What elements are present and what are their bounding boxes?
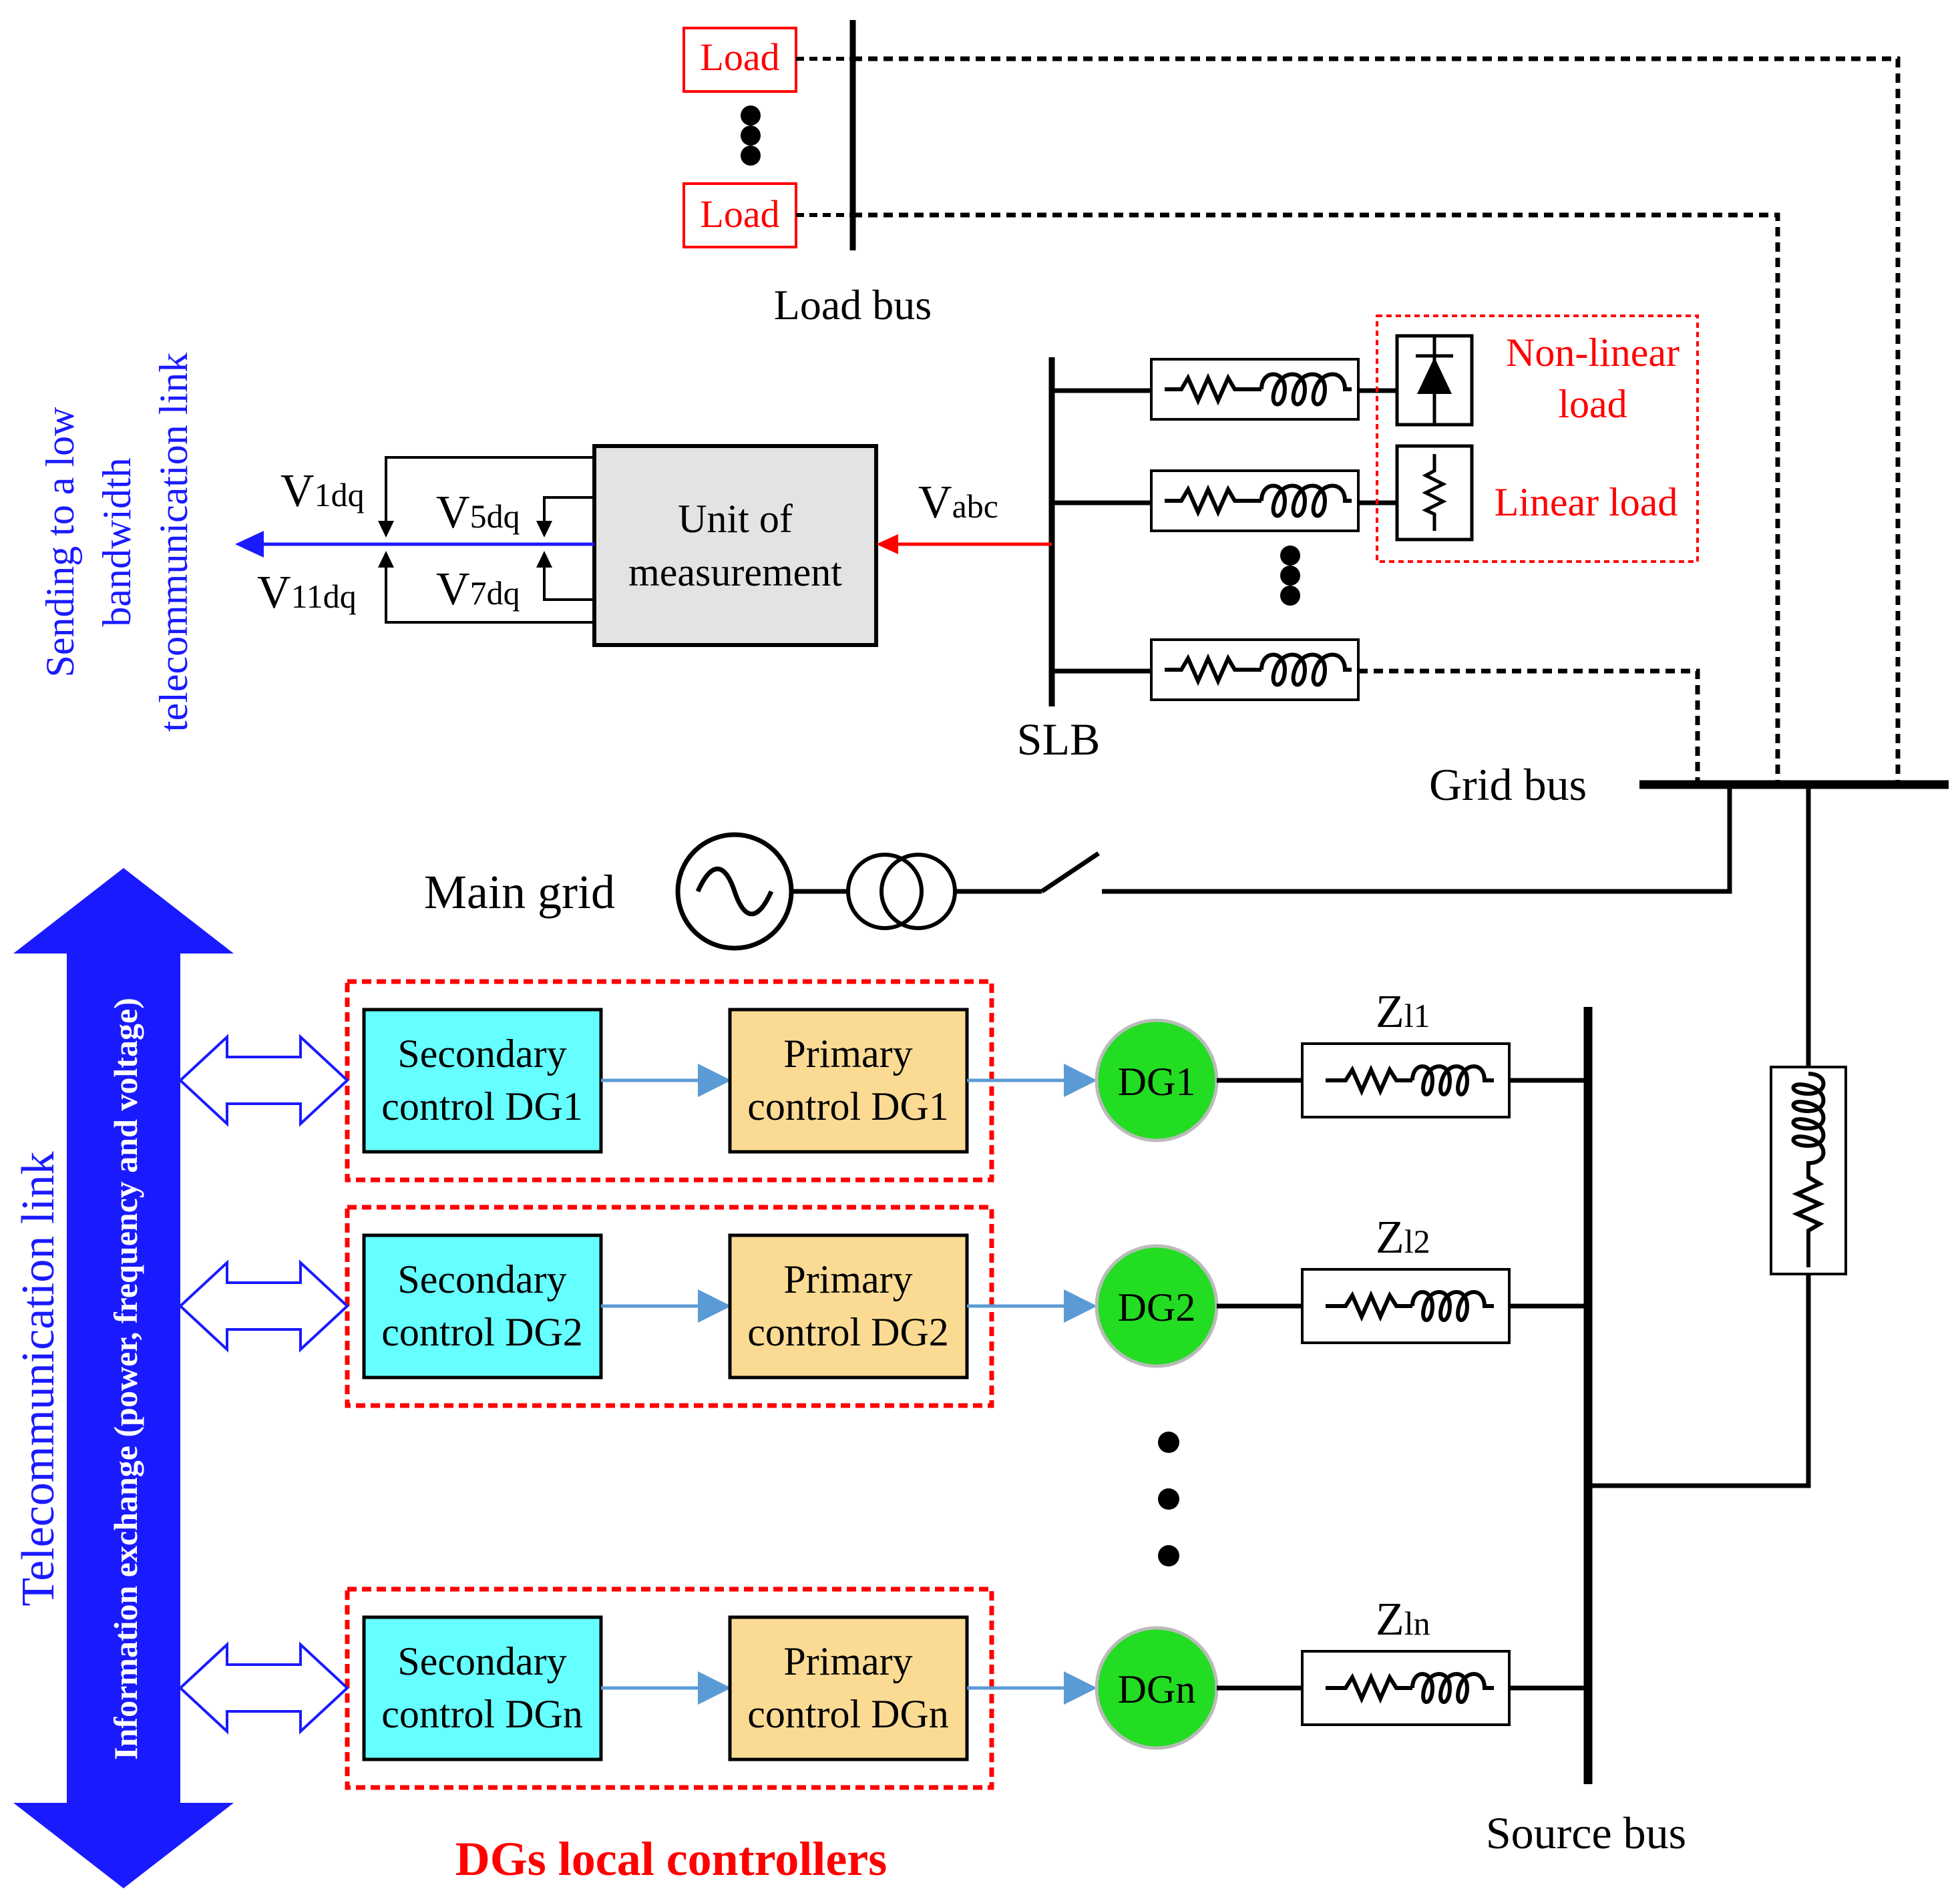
primary-control-label-2: control DG1 — [747, 1084, 949, 1128]
source-bus-label: Source bus — [1486, 1808, 1686, 1858]
sending-text-line2: bandwidth — [95, 457, 139, 626]
secondary-control-label-1: Secondary — [397, 1032, 566, 1076]
dg-row-2: Secondary control DG2 Primary control DG2 DG… — [178, 1205, 1588, 1408]
dashed-link-load-top — [853, 56, 1901, 785]
telecom-exchange-arrow-icon — [178, 1641, 349, 1735]
primary-control-label-2: control DGn — [747, 1692, 949, 1736]
vabc-label: Vabc — [918, 477, 998, 528]
primary-control-label-1: Primary — [783, 1639, 912, 1683]
main-grid-label: Main grid — [424, 865, 615, 919]
line-impedance-label: Zl1 — [1376, 986, 1430, 1038]
ac-source-icon — [675, 832, 794, 951]
grid-bus-label: Grid bus — [1429, 759, 1587, 810]
dg-unit-label: DG2 — [1118, 1285, 1196, 1329]
dg-row-1: Secondary control DG1 Primary control DG1 DG… — [178, 979, 1588, 1183]
secondary-control-label-2: control DG2 — [381, 1310, 583, 1354]
slb-label: SLB — [1017, 714, 1101, 765]
load-types-box — [1376, 314, 1699, 563]
dashed-link-slb — [1358, 668, 1700, 785]
ellipsis-dots-dg — [1158, 1432, 1179, 1566]
secondary-control-box — [362, 1615, 603, 1761]
primary-control-label-1: Primary — [783, 1257, 912, 1301]
telecom-exchange-arrow-icon — [178, 1259, 349, 1353]
load-box-bottom — [682, 182, 797, 248]
load-label-top: Load — [700, 35, 779, 79]
nonlinear-load-label-1: Non-linear — [1506, 331, 1680, 375]
v1dq-label: V1dq — [280, 465, 365, 517]
v7dq-label: V7dq — [436, 564, 520, 615]
dashed-link-load-bottom — [853, 212, 1780, 785]
v11dq-label: V11dq — [257, 567, 357, 618]
secondary-control-label-2: control DG1 — [381, 1084, 583, 1128]
primary-control-box — [728, 1233, 969, 1380]
secondary-control-box — [362, 1008, 603, 1154]
telecom-double-arrow — [13, 868, 234, 1888]
unit-of-measurement-box — [592, 444, 878, 647]
primary-control-label-2: control DG2 — [747, 1310, 949, 1354]
switch-icon — [1040, 851, 1100, 893]
telecom-exchange-arrow-icon — [178, 1034, 349, 1127]
sending-text-line1: Sending to a low — [38, 407, 82, 678]
secondary-control-label-2: control DGn — [381, 1692, 583, 1736]
telecom-section: Telecommunication link Information excha… — [13, 868, 234, 1888]
nonlinear-load-label-2: load — [1558, 382, 1627, 426]
dg-unit-label: DGn — [1118, 1667, 1196, 1711]
primary-control-box — [728, 1008, 969, 1154]
ellipsis-dots-load — [741, 106, 761, 166]
source-bus-section: Source bus — [1486, 1007, 1686, 1858]
primary-control-label-1: Primary — [783, 1032, 912, 1076]
v5dq-label: V5dq — [436, 487, 520, 538]
load-bus-section: Load Load Load bus — [682, 20, 1901, 785]
local-controllers-label: DGs local controllers — [455, 1832, 888, 1886]
primary-control-box — [728, 1615, 969, 1761]
measurement-section: Unit of measurement Vabc V1dq V5dq V7dq … — [38, 353, 1052, 732]
unit-label-line2: measurement — [628, 550, 842, 594]
line-impedance-label: Zln — [1376, 1594, 1430, 1645]
telecom-link-label: Telecommunication link — [13, 1151, 64, 1606]
transformer-icon — [846, 853, 957, 930]
sending-text-line3: telecommunication link — [152, 353, 196, 732]
dg-unit-label: DG1 — [1118, 1060, 1196, 1104]
slb-section: SLB Non-linear load Linea — [1017, 314, 1700, 785]
secondary-control-label-1: Secondary — [397, 1639, 566, 1683]
secondary-control-label-1: Secondary — [397, 1257, 566, 1301]
line-impedance-label: Zl2 — [1376, 1212, 1430, 1263]
secondary-control-box — [362, 1233, 603, 1380]
linear-load-label: Linear load — [1495, 480, 1678, 524]
load-label-bottom: Load — [700, 192, 779, 236]
load-bus-label: Load bus — [774, 281, 932, 329]
grid-section: Grid bus Main grid — [424, 759, 1949, 1488]
info-exchange-label: Information exchange (power, frequency a… — [107, 998, 144, 1760]
unit-label-line1: Unit of — [678, 497, 793, 541]
dg-row-3: Secondary control DGn Primary control DGn DG… — [178, 1587, 1588, 1790]
ellipsis-dots-slb — [1280, 546, 1300, 606]
